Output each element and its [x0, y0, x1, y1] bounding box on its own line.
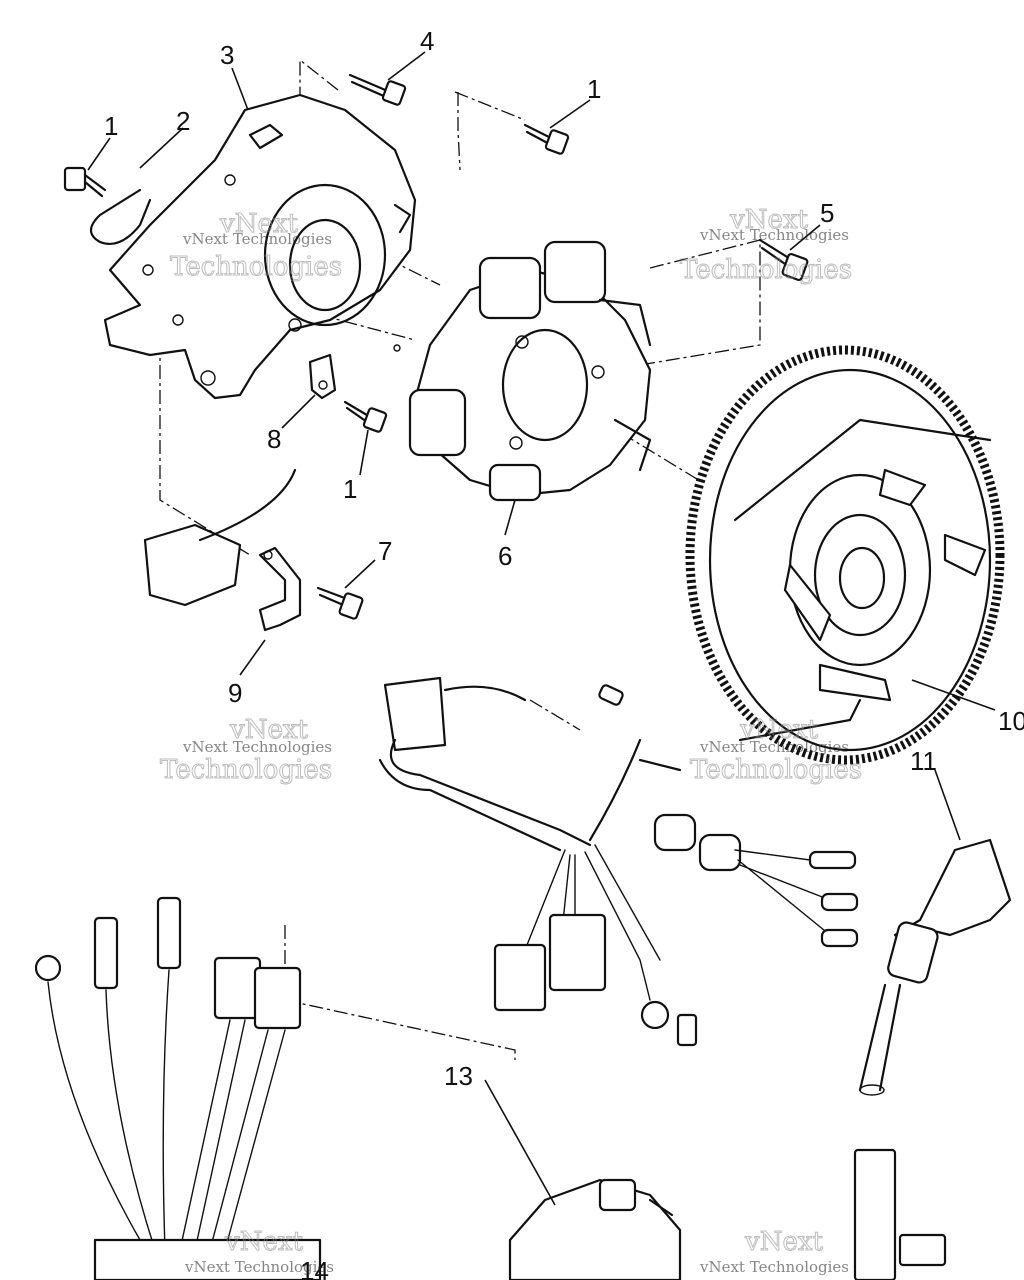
watermark-brand: vNext	[224, 1227, 303, 1257]
part-3-stator-plate	[103, 93, 417, 400]
part-4-bolt	[348, 73, 407, 106]
callout-3: 3	[220, 40, 234, 70]
callout-6: 6	[498, 541, 512, 571]
watermark-brand: vNext	[229, 715, 308, 745]
callout-11: 11	[910, 746, 937, 776]
watermark-text: vNext Technologies	[184, 1258, 334, 1276]
watermark-brand: vNext	[739, 715, 818, 745]
watermark-word: Technologies	[160, 755, 332, 785]
watermark-brand: vNext	[219, 209, 298, 239]
part-10-flywheel	[685, 345, 1005, 765]
leader-lines	[87, 51, 996, 1206]
callout-2: 2	[176, 106, 190, 136]
watermark-text: vNext Technologies	[699, 1258, 849, 1276]
bolts	[63, 73, 809, 620]
part-1-bolt-top	[523, 123, 570, 155]
callout-14: 14	[300, 1256, 329, 1280]
callout-1: 1	[587, 74, 601, 104]
callout-10: 10	[998, 706, 1024, 736]
callout-1: 1	[104, 111, 118, 141]
callout-9: 9	[228, 678, 242, 708]
watermark-word: Technologies	[170, 252, 342, 282]
part-14-cdi-leads	[34, 896, 322, 1280]
part-8-clip	[308, 353, 337, 400]
callouts: 3 2 1 4 1 5 8 1 6 7 9 10 11 13 14	[104, 26, 1024, 1280]
part-6-stator	[408, 240, 652, 502]
part-1-bolt-middle	[343, 400, 388, 433]
part-13-relay	[508, 1178, 682, 1280]
part-9-pulser-coil	[143, 468, 302, 632]
part-11-spark-plug-cap	[853, 838, 1012, 1280]
watermark-text: vNext Technologies	[182, 230, 332, 248]
watermark-brand: vNext	[744, 1227, 823, 1257]
part-5-bolt	[758, 238, 809, 282]
callout-1: 1	[343, 474, 357, 504]
callout-4: 4	[420, 26, 434, 56]
part-7-bolt	[316, 586, 364, 620]
part-2-cotter-pin	[89, 188, 152, 246]
watermark-text: vNext Technologies	[182, 738, 332, 756]
watermark-word: Technologies	[690, 755, 862, 785]
watermark-text: vNext Technologies	[699, 226, 849, 244]
callout-7: 7	[378, 536, 392, 566]
callout-8: 8	[267, 424, 281, 454]
wiring-harness	[378, 676, 859, 1047]
watermarks: vNext vNext Technologies Technologies vN…	[160, 205, 863, 1277]
watermark-text: vNext Technologies	[699, 738, 849, 756]
part-1-bolt-left	[63, 166, 107, 198]
watermark-brand: vNext	[729, 205, 808, 235]
callout-13: 13	[444, 1061, 473, 1091]
callout-5: 5	[820, 198, 834, 228]
watermark-word: Technologies	[680, 255, 852, 285]
